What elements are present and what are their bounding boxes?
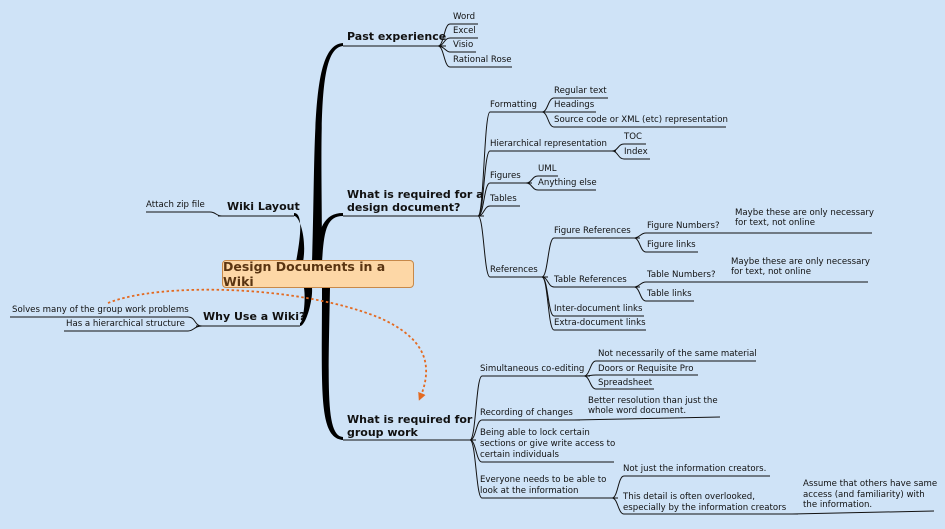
subtopic-locking-line2[interactable]: sections or give write access to [480, 439, 616, 449]
topic-design-document-line1[interactable]: What is required for a [347, 188, 484, 201]
relationship-arrow[interactable] [107, 288, 428, 401]
item-excel[interactable]: Excel [453, 26, 476, 36]
item-toc[interactable]: TOC [624, 132, 643, 142]
item-table-numbers[interactable]: Table Numbers? [647, 270, 716, 280]
item-extra-document-links[interactable]: Extra-document links [554, 318, 646, 328]
item-table-links[interactable]: Table links [647, 289, 692, 299]
subtopic-tables[interactable]: Tables [490, 194, 517, 204]
topic-design-document-line2[interactable]: design document? [347, 201, 461, 214]
item-index[interactable]: Index [624, 147, 648, 157]
subtopic-everyone-line2[interactable]: look at the information [480, 486, 579, 496]
subtopic-locking-line3[interactable]: certain individuals [480, 450, 559, 460]
item-table-references[interactable]: Table References [554, 275, 627, 285]
item-figure-references[interactable]: Figure References [554, 226, 631, 236]
subtopic-locking-line1[interactable]: Being able to lock certain [480, 428, 590, 438]
topic-past-experience[interactable]: Past experience [347, 30, 447, 43]
note-assume-line2[interactable]: access (and familiarity) with [803, 490, 925, 500]
subtopic-recording-changes[interactable]: Recording of changes [480, 408, 573, 418]
item-rational-rose[interactable]: Rational Rose [453, 55, 512, 65]
item-anything-else[interactable]: Anything else [538, 178, 597, 188]
item-not-same-material[interactable]: Not necessarily of the same material [598, 349, 757, 359]
note-assume-line1[interactable]: Assume that others have same [803, 479, 938, 489]
topic-wiki-layout[interactable]: Wiki Layout [227, 200, 300, 213]
item-attach-zip-file[interactable]: Attach zip file [146, 200, 205, 210]
note-figure-numbers-line2[interactable]: for text, not online [735, 218, 815, 228]
item-not-just-creators[interactable]: Not just the information creators. [623, 464, 767, 474]
subtopic-references[interactable]: References [490, 265, 538, 275]
item-headings[interactable]: Headings [554, 100, 595, 110]
topic-group-work-line2[interactable]: group work [347, 426, 418, 439]
item-source-code[interactable]: Source code or XML (etc) representation [554, 115, 728, 125]
subtopic-everyone-line1[interactable]: Everyone needs to be able to [480, 475, 607, 485]
note-table-numbers-line1[interactable]: Maybe these are only necessary [731, 257, 870, 267]
note-table-numbers-line2[interactable]: for text, not online [731, 267, 811, 277]
item-visio[interactable]: Visio [453, 40, 474, 50]
subtopic-figures[interactable]: Figures [490, 171, 521, 181]
item-doors-requisite-pro[interactable]: Doors or Requisite Pro [598, 364, 694, 374]
item-detail-overlooked-line2[interactable]: especially by the information creators [623, 503, 787, 513]
item-figure-numbers[interactable]: Figure Numbers? [647, 221, 720, 231]
item-word[interactable]: Word [453, 12, 476, 22]
main-branches [294, 43, 343, 440]
item-uml[interactable]: UML [538, 164, 557, 174]
item-detail-overlooked-line1[interactable]: This detail is often overlooked, [623, 492, 755, 502]
note-resolution-line2[interactable]: whole word document. [588, 406, 687, 416]
item-regular-text[interactable]: Regular text [554, 86, 607, 96]
topic-why-use-wiki[interactable]: Why Use a Wiki? [203, 310, 306, 323]
topic-group-work-line1[interactable]: What is required for [347, 413, 473, 426]
subtopic-hierarchical[interactable]: Hierarchical representation [490, 139, 607, 149]
item-spreadsheet[interactable]: Spreadsheet [598, 378, 653, 388]
item-hierarchical-structure[interactable]: Has a hierarchical structure [66, 319, 185, 329]
note-assume-line3[interactable]: the information. [803, 500, 873, 510]
sub-branches [10, 23, 935, 515]
item-figure-links[interactable]: Figure links [647, 240, 696, 250]
item-solves-group-problems[interactable]: Solves many of the group work problems [12, 305, 189, 315]
subtopic-co-editing[interactable]: Simultaneous co-editing [480, 364, 585, 374]
central-topic[interactable]: Design Documents in a Wiki [222, 259, 414, 289]
note-figure-numbers-line1[interactable]: Maybe these are only necessary [735, 208, 874, 218]
item-inter-document-links[interactable]: Inter-document links [554, 304, 643, 314]
subtopic-formatting[interactable]: Formatting [490, 100, 537, 110]
note-resolution-line1[interactable]: Better resolution than just the [588, 396, 718, 406]
central-topic-label: Design Documents in a Wiki [223, 259, 386, 289]
